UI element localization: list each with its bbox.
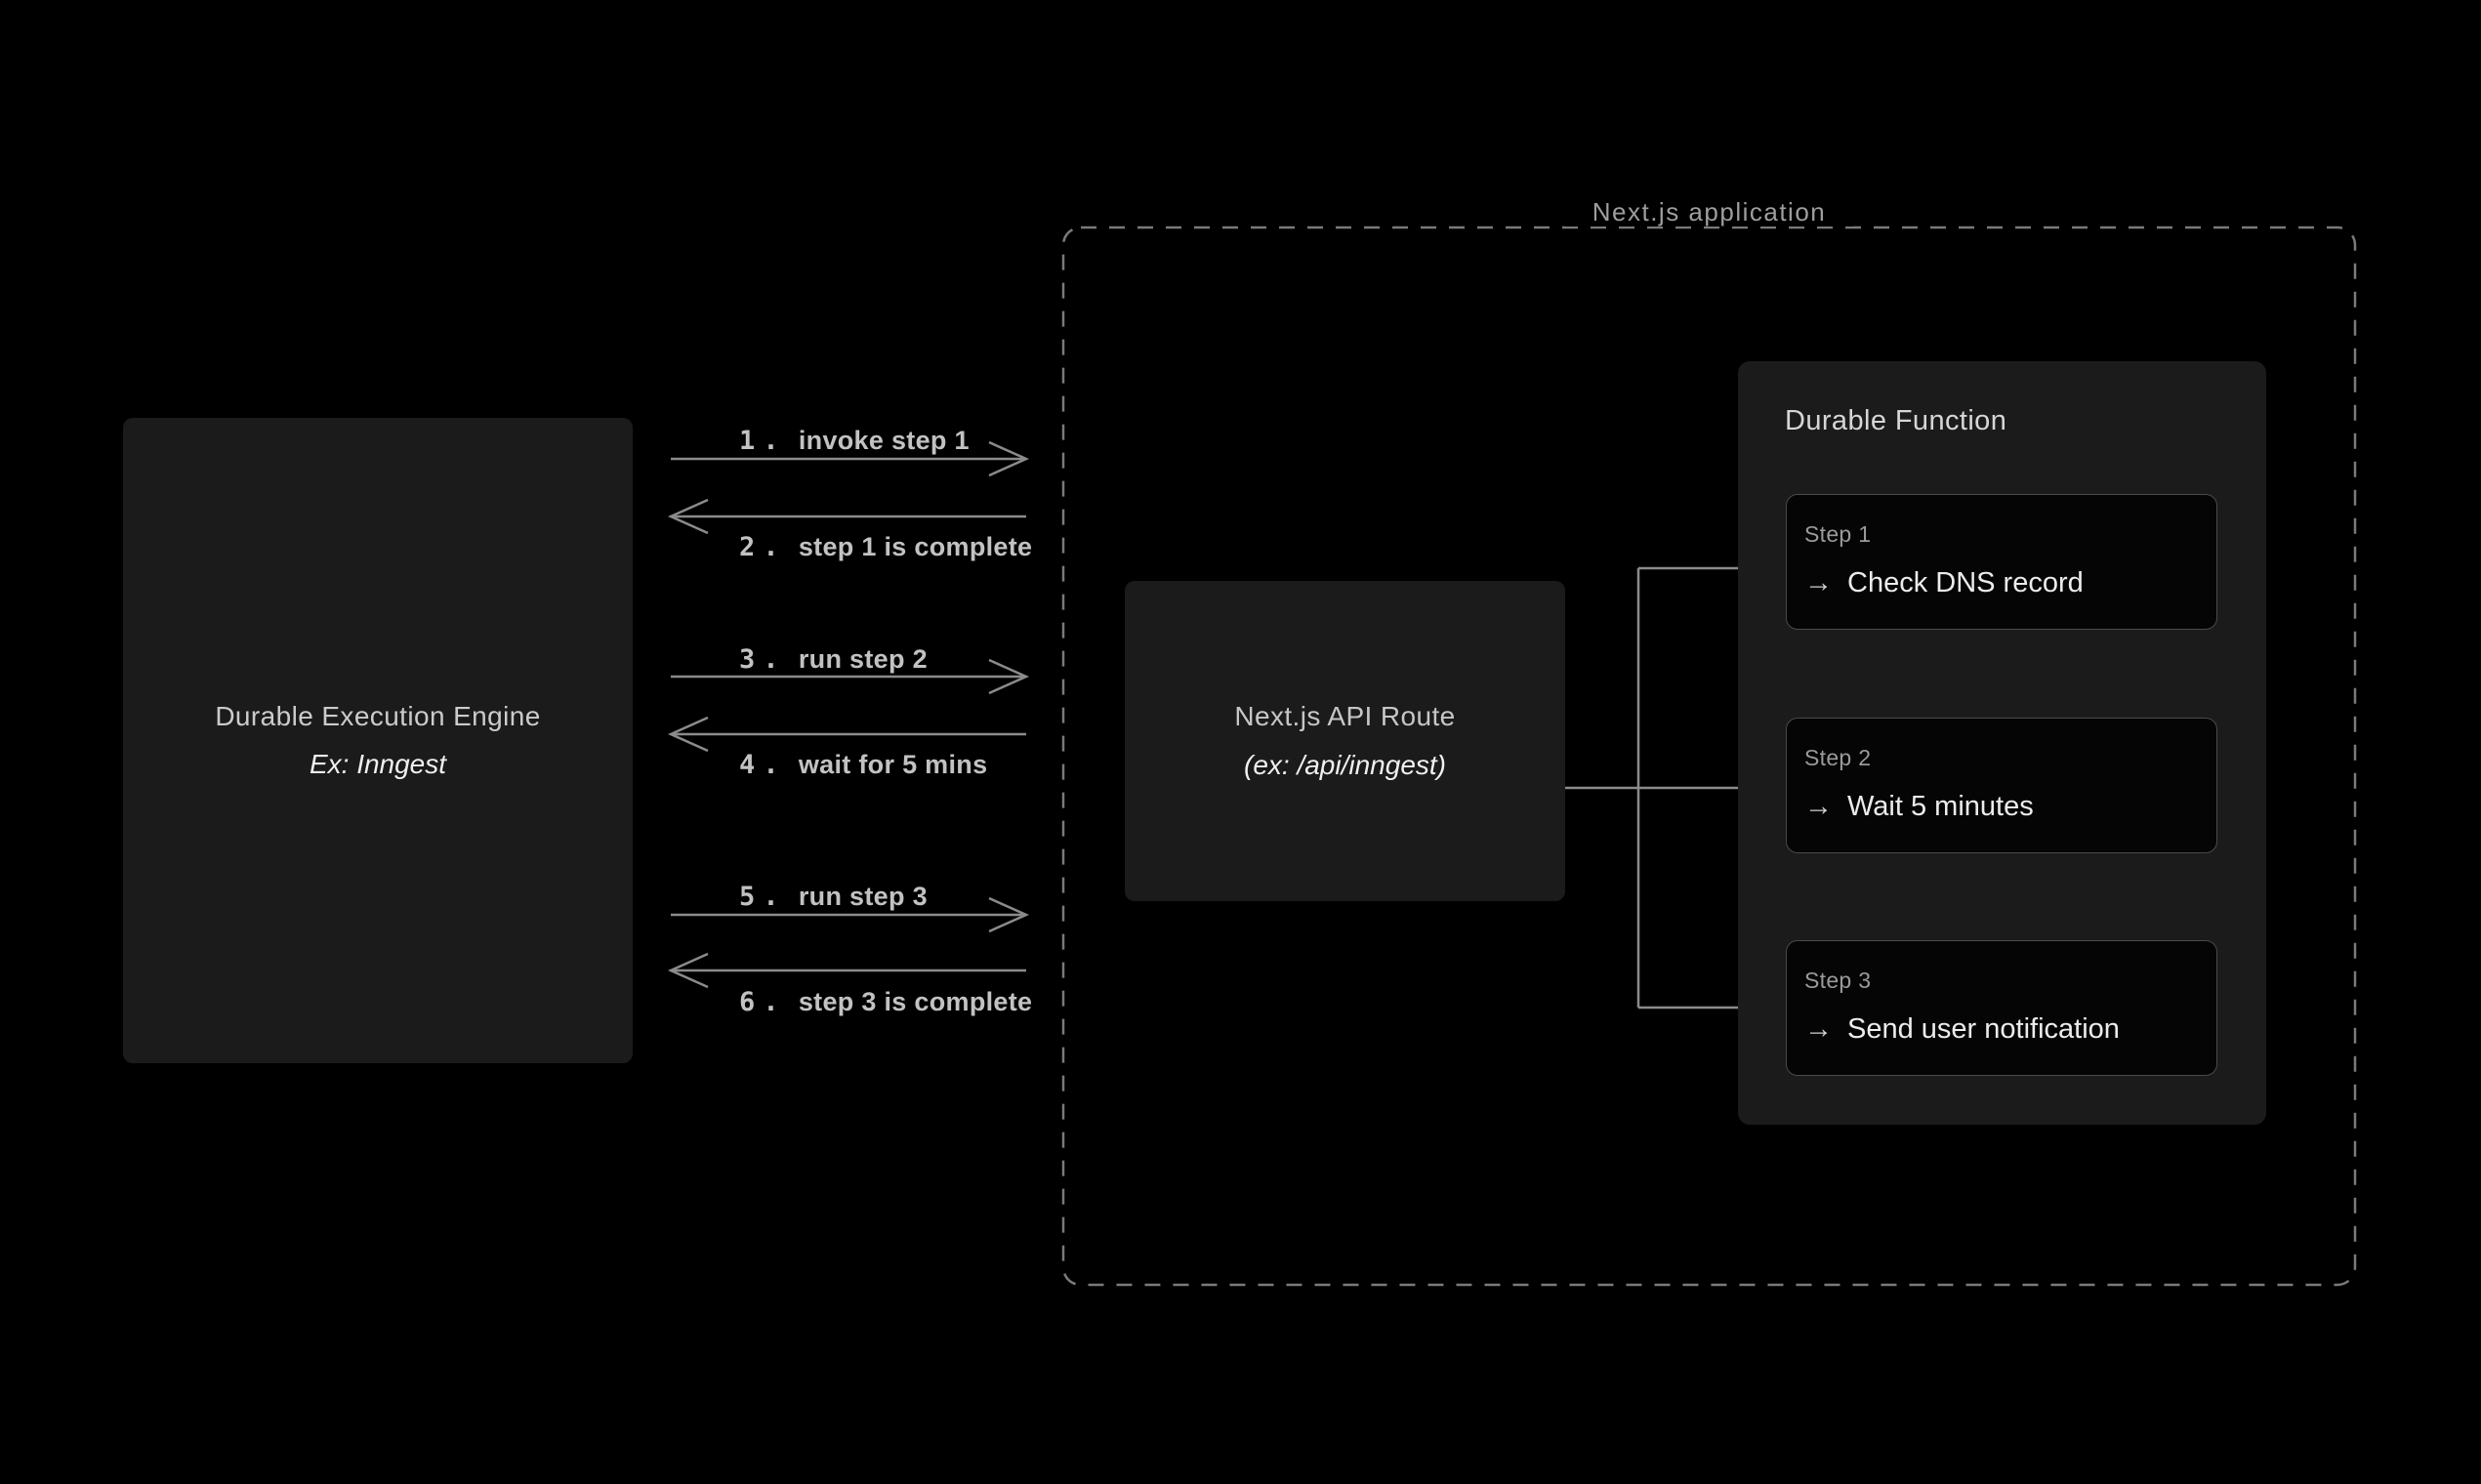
api-route-title: Next.js API Route — [1234, 701, 1456, 731]
message-number: 4. — [739, 750, 787, 780]
message-label-5: 5. run step 3 — [739, 882, 928, 912]
message-number: 2. — [739, 532, 787, 562]
step-label: Step 2 — [1804, 745, 1872, 770]
message-text: step 3 is complete — [798, 987, 1033, 1016]
step-text: Wait 5 minutes — [1847, 791, 2034, 822]
step-box-2: Step 2 → Wait 5 minutes — [1786, 718, 2217, 853]
step-box-1: Step 1 → Check DNS record — [1786, 494, 2217, 630]
message-text: run step 2 — [798, 644, 928, 674]
message-number: 1. — [739, 426, 787, 456]
arrow-right-icon — [671, 658, 1030, 695]
message-text: wait for 5 mins — [798, 750, 988, 779]
message-number: 3. — [739, 644, 787, 675]
step-label: Step 3 — [1804, 968, 1872, 993]
durable-function-panel: Durable Function Step 1 → Check DNS recor… — [1738, 361, 2266, 1125]
message-number: 5. — [739, 882, 787, 912]
durable-function-title: Durable Function — [1785, 405, 2007, 436]
message-text: invoke step 1 — [798, 426, 970, 455]
nextjs-app-title: Next.js application — [1564, 197, 1854, 227]
durable-execution-engine-box: Durable Execution Engine Ex: Inngest — [123, 418, 633, 1063]
step-text: Send user notification — [1847, 1013, 2120, 1045]
message-label-1: 1. invoke step 1 — [739, 426, 970, 456]
arrow-left-icon — [667, 498, 1026, 535]
message-label-4: 4. wait for 5 mins — [739, 750, 987, 780]
api-route-subtitle: (ex: /api/inngest) — [1244, 750, 1446, 780]
message-label-6: 6. step 3 is complete — [739, 987, 1032, 1017]
step-arrow-icon: → — [1804, 1013, 1833, 1045]
step-main: → Check DNS record — [1804, 565, 2084, 600]
step-main: → Wait 5 minutes — [1804, 789, 2034, 824]
message-label-2: 2. step 1 is complete — [739, 532, 1032, 562]
step-main: → Send user notification — [1804, 1011, 2120, 1047]
message-text: run step 3 — [798, 882, 928, 911]
arrow-right-icon — [671, 896, 1030, 933]
step-text: Check DNS record — [1847, 567, 2084, 598]
engine-title: Durable Execution Engine — [215, 701, 541, 731]
message-label-3: 3. run step 2 — [739, 644, 928, 675]
arrow-right-icon — [671, 440, 1030, 477]
message-number: 6. — [739, 987, 787, 1017]
engine-subtitle: Ex: Inngest — [309, 749, 447, 779]
step-arrow-icon: → — [1804, 567, 1833, 598]
step-arrow-icon: → — [1804, 791, 1833, 822]
step-box-3: Step 3 → Send user notification — [1786, 940, 2217, 1076]
nextjs-app-boundary — [1061, 226, 2357, 1287]
nextjs-app-title-row: Next.js application — [1062, 191, 2356, 237]
step-label: Step 1 — [1804, 521, 1872, 547]
arrow-left-icon — [667, 716, 1026, 753]
api-route-box: Next.js API Route (ex: /api/inngest) — [1125, 581, 1565, 901]
message-text: step 1 is complete — [798, 532, 1033, 561]
arrow-left-icon — [667, 952, 1026, 989]
